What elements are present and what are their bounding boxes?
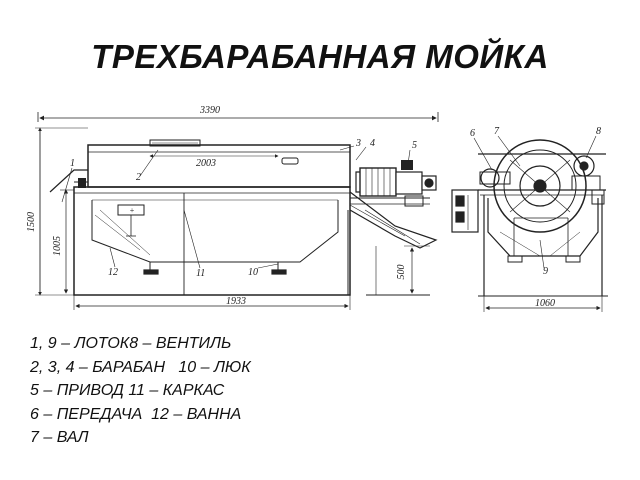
callout-3: 3: [355, 138, 361, 149]
legend-row: 1, 9 – ЛОТОК8 – ВЕНТИЛЬ: [30, 332, 360, 356]
legend-item-right: 8 – ВЕНТИЛЬ: [129, 335, 232, 352]
dim-overall-length: 3390: [199, 105, 220, 116]
legend-row: 5 – ПРИВОД 11 – КАРКАС: [30, 379, 360, 403]
legend-item-left: 1, 9 – ЛОТОК: [30, 335, 130, 352]
legend-item-left: 5 – ПРИВОД: [30, 382, 124, 399]
legend-item-right: 10 – ЛЮК: [165, 358, 251, 376]
callout-6: 6: [470, 128, 475, 139]
dim-side-height: 500: [396, 265, 407, 280]
callout-7: 7: [494, 126, 500, 137]
callout-11: 11: [196, 268, 205, 279]
dim-inner-length: 2003: [196, 158, 216, 169]
dim-width: 1060: [535, 298, 555, 309]
dim-height: 1500: [26, 212, 37, 232]
callout-4: 4: [370, 138, 375, 149]
legend-item-right: 11 – КАРКАС: [123, 382, 225, 399]
legend-item-left: 6 – ПЕРЕДАЧА: [30, 405, 143, 423]
legend-row: 6 – ПЕРЕДАЧА 12 – ВАННА: [30, 403, 360, 427]
end-view: [451, 135, 608, 312]
callout-10: 10: [248, 267, 258, 278]
callout-12: 12: [108, 267, 118, 278]
callout-5: 5: [412, 140, 417, 151]
legend-item-right: 12 – ВАННА: [142, 405, 242, 423]
side-view: +: [35, 112, 439, 310]
callout-2: 2: [136, 172, 141, 183]
legend-item-left: 2, 3, 4 – БАРАБАН: [30, 358, 166, 376]
tub-frame: [73, 186, 351, 296]
slide-title: ТРЕХБАРАБАННАЯ МОЙКА: [91, 38, 549, 75]
callout-9: 9: [543, 266, 548, 277]
dim-tub-height: 1005: [52, 236, 63, 256]
callout-8: 8: [596, 126, 601, 137]
legend-item-left: 7 – ВАЛ: [30, 429, 89, 446]
svg-text:+: +: [129, 206, 134, 215]
drum-housing: [87, 144, 351, 188]
legend-row: 7 – ВАЛ: [30, 426, 360, 450]
legend-row: 2, 3, 4 – БАРАБАН 10 – ЛЮК: [30, 356, 360, 380]
washer-technical-drawing: +: [26, 105, 608, 312]
callout-1: 1: [70, 158, 75, 169]
dim-base-length: 1933: [226, 296, 246, 307]
legend: 1, 9 – ЛОТОК8 – ВЕНТИЛЬ 2, 3, 4 – БАРАБА…: [30, 332, 360, 450]
